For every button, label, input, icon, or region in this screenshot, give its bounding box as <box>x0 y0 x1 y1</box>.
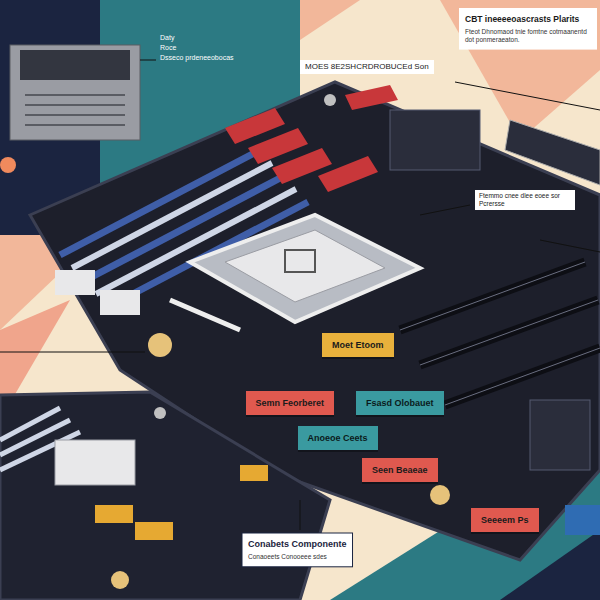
leader-line <box>140 60 156 61</box>
capacitor <box>430 485 450 505</box>
tag-text: Semn Feorberet <box>256 398 325 408</box>
capacitor <box>111 571 129 589</box>
io-bracket <box>530 400 590 470</box>
red-tag: Seeeem Ps <box>471 508 539 532</box>
capacitor <box>148 333 172 357</box>
yellow-tag: Moet Etoom <box>322 333 394 357</box>
callout-heading: Conabets Componente <box>248 539 347 550</box>
cooler-top <box>20 50 130 80</box>
pcie-slot <box>445 348 600 405</box>
peach-band <box>300 0 360 40</box>
leader-line <box>300 500 301 530</box>
capacitor <box>154 407 166 419</box>
pcie-slot <box>400 262 585 330</box>
red-slot <box>345 85 398 110</box>
teal-tag: Anoeoe Ceets <box>298 426 378 450</box>
leader-line <box>0 352 145 353</box>
chip <box>240 465 268 481</box>
chip <box>135 522 173 540</box>
cpu-cooler <box>10 45 140 140</box>
callout-label: MOES 8E2SHCRDROBUCEd Son <box>300 60 434 74</box>
callout-heading: CBT ineeeeoascrasts Plarits <box>465 14 579 24</box>
dot-marker <box>0 157 16 173</box>
small-motherboard <box>0 392 330 600</box>
callout-card <box>459 8 597 50</box>
cooler-fin <box>25 104 125 106</box>
tag-text: Seen Beaeae <box>372 465 428 475</box>
callout-body: Conaoeets Conooeee sdes <box>248 553 327 561</box>
cpu-logo <box>285 250 315 272</box>
callout-card <box>242 533 353 567</box>
leader-line <box>540 240 600 252</box>
pcie-slot <box>400 262 585 330</box>
leader-line <box>455 82 600 110</box>
cpu-socket <box>190 215 420 322</box>
red-tag: Semn Feorberet <box>246 391 335 415</box>
red-slot <box>318 156 378 192</box>
tag-text: Seeeem Ps <box>481 515 529 525</box>
cooler-fin <box>25 124 125 126</box>
socket-lever <box>170 300 240 330</box>
red-tag: Seen Beaeae <box>362 458 438 482</box>
leader-line <box>420 205 470 215</box>
callout-text: Dsseco prdeneeobocas <box>160 54 234 62</box>
blue-tag <box>565 505 600 535</box>
tag-text: Moet Etoom <box>332 340 384 350</box>
callout-label: Ftemmo cnee dlee eoee sor Pcrersse <box>475 190 575 210</box>
cpu-chip <box>225 230 385 302</box>
connector <box>505 120 600 185</box>
callout-text: Daty <box>160 34 174 42</box>
cpu-chip <box>55 440 135 485</box>
tag-text: Anoeoe Ceets <box>308 433 368 443</box>
chip <box>100 290 140 315</box>
chip <box>95 505 133 523</box>
capacitor <box>324 94 336 106</box>
chip <box>55 270 95 295</box>
pcie-slot <box>445 348 600 405</box>
ram-slot <box>0 408 60 440</box>
tag-text: Fsasd Olobauet <box>366 398 434 408</box>
chipset <box>390 110 480 170</box>
teal-tag: Fsasd Olobauet <box>356 391 444 415</box>
cooler-fin <box>25 114 125 116</box>
callout-text: Roce <box>160 44 176 52</box>
cooler-fin <box>25 94 125 96</box>
callout-body: Fteot Dhnomaod tnie fomtne cotmaanentd d… <box>465 28 591 44</box>
